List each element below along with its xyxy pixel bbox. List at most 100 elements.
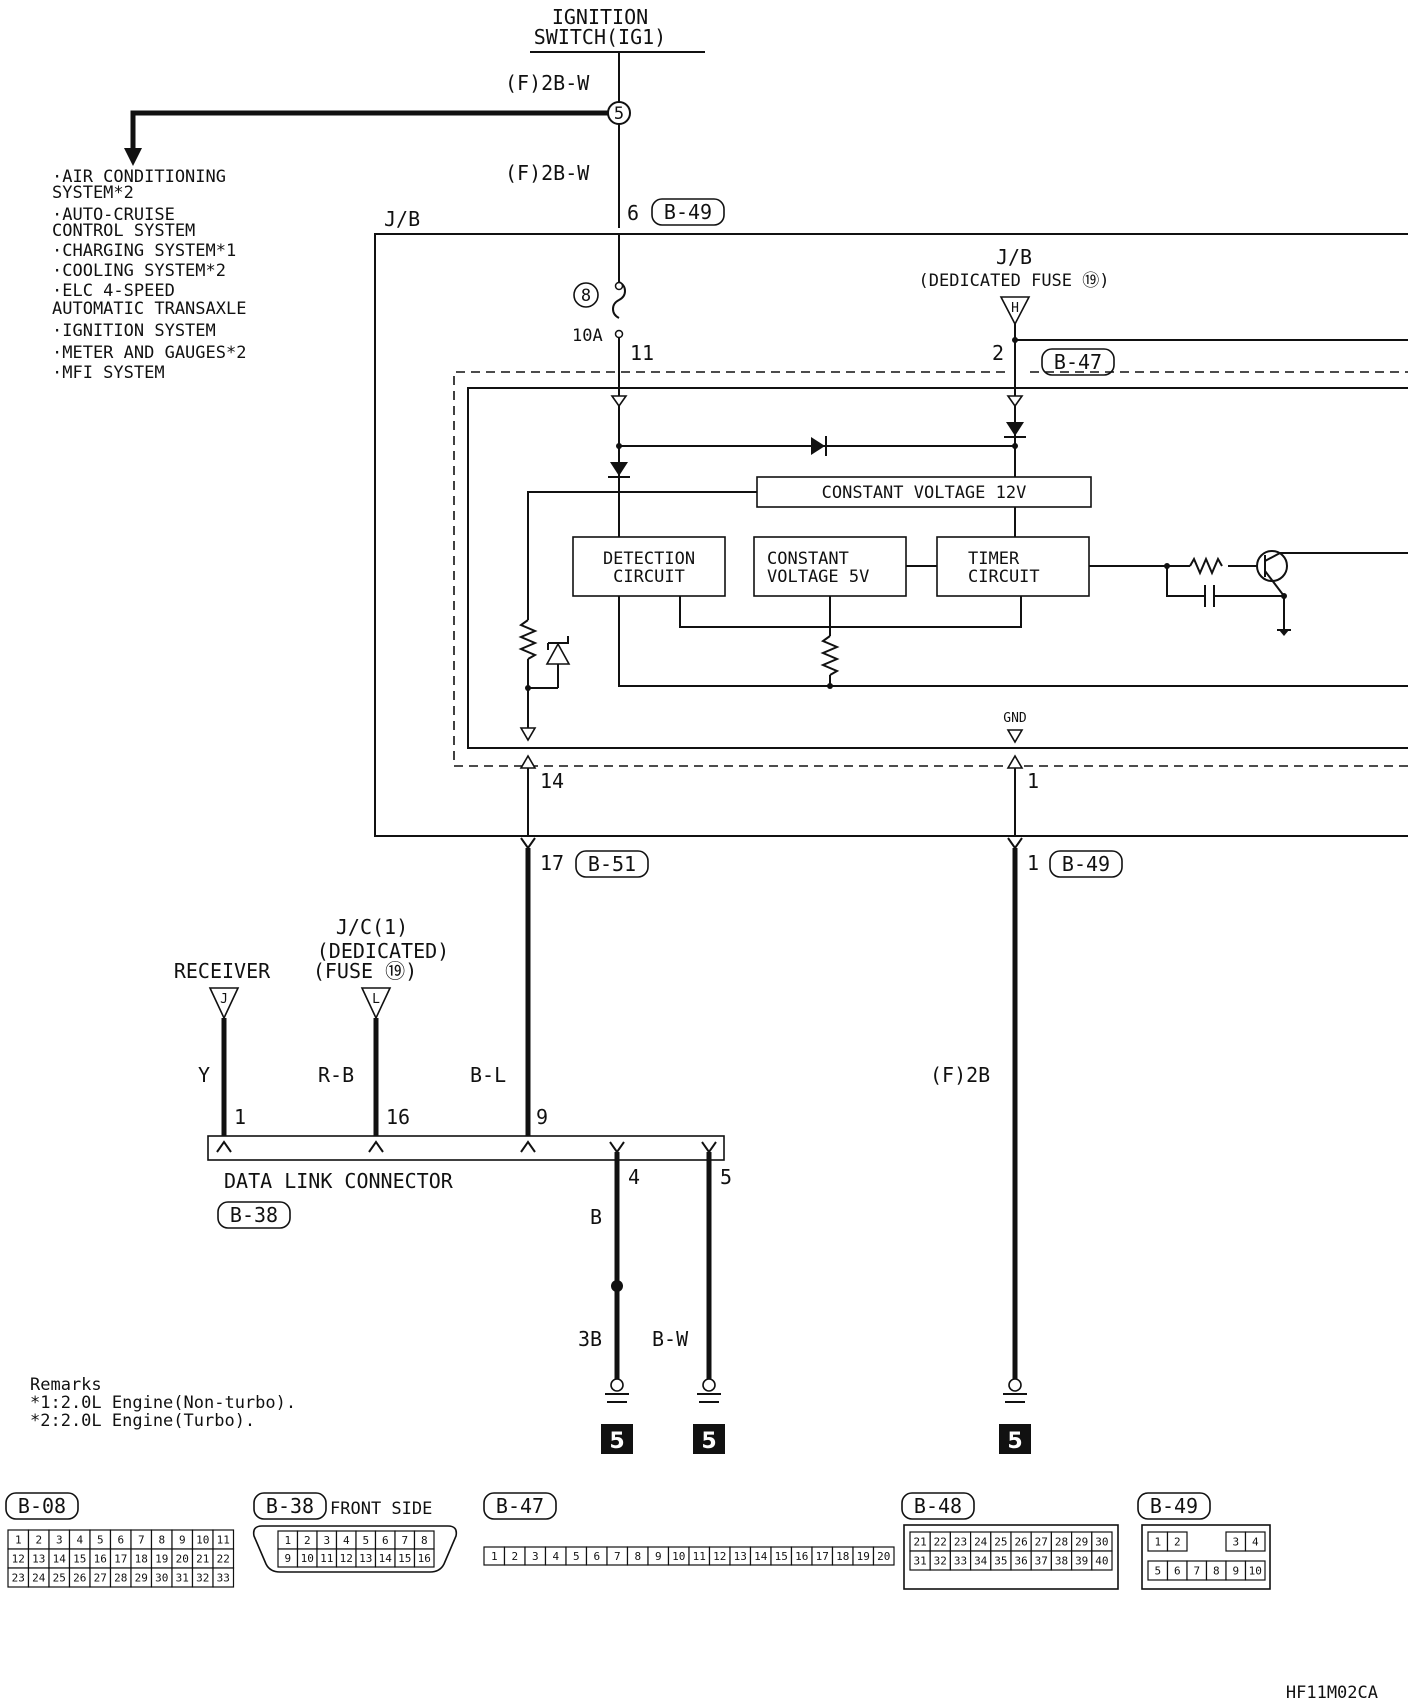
dlc-pin-1: 1 <box>234 1105 246 1129</box>
pin-number: 20 <box>877 1550 890 1563</box>
pin-number: 17 <box>114 1553 127 1566</box>
pin-number: 9 <box>1232 1565 1239 1578</box>
junction-dot <box>611 1280 623 1292</box>
pin-number: 13 <box>359 1552 372 1565</box>
jc-label-1: J/C(1) <box>336 915 408 939</box>
resistor-icon <box>820 635 840 676</box>
pin-number: 30 <box>1095 1536 1108 1549</box>
terminal-h: H <box>1011 301 1019 316</box>
junction-dot <box>827 683 833 689</box>
system-item: ·CHARGING SYSTEM*1 <box>52 241 236 261</box>
pin-number: 6 <box>117 1534 124 1547</box>
pin-number: 2 <box>304 1534 311 1547</box>
ground-symbol-1: 5 <box>601 1378 633 1454</box>
pin-number: 8 <box>421 1534 428 1547</box>
terminal-j: J <box>220 992 228 1007</box>
pin-14: 14 <box>540 769 564 793</box>
ground-icon <box>1279 630 1289 636</box>
pin-number: 26 <box>73 1572 86 1585</box>
pin-number: 7 <box>1193 1565 1200 1578</box>
terminal-arrow-icon <box>519 727 537 742</box>
pin-number: 22 <box>934 1536 947 1549</box>
wire-label-rb: R-B <box>318 1063 354 1087</box>
detection-circuit-box <box>572 536 726 597</box>
pin-number: 10 <box>672 1550 685 1563</box>
pin-number: 28 <box>1055 1536 1068 1549</box>
resistor-icon <box>518 619 538 660</box>
pin-number: 35 <box>994 1555 1007 1568</box>
pin-number: 6 <box>593 1550 600 1563</box>
pin-11: 11 <box>630 341 654 365</box>
pin-number: 5 <box>97 1534 104 1547</box>
pin-number: 23 <box>12 1572 25 1585</box>
pin-2: 2 <box>992 341 1004 365</box>
wire-label-f2b: (F)2B <box>930 1063 990 1087</box>
remarks-title: Remarks <box>30 1375 102 1395</box>
connector-b47-top: B-47 <box>1054 350 1102 374</box>
pin-number: 40 <box>1095 1555 1108 1568</box>
pin-number: 33 <box>954 1555 967 1568</box>
pin-number: 26 <box>1014 1536 1027 1549</box>
view-badge-b49 <box>1137 1492 1211 1520</box>
cv5-label-2: VOLTAGE 5V <box>767 567 869 587</box>
dlc-pin-5: 5 <box>720 1165 732 1189</box>
pin-1-jb: 1 <box>1027 769 1039 793</box>
connector-b49-bottom: B-49 <box>1062 852 1110 876</box>
terminal-arrow-icon <box>519 754 537 769</box>
junction-dot <box>1012 337 1018 343</box>
pin-number: 29 <box>135 1572 148 1585</box>
fuse-end-icon <box>614 329 624 339</box>
ground-symbol-3: 5 <box>999 1378 1031 1454</box>
wire-to-capacitor <box>1166 566 1205 597</box>
wire-label-bw: B-W <box>652 1327 689 1351</box>
connector-badge-b51 <box>575 850 649 878</box>
view-b38-side: FRONT SIDE <box>330 1499 432 1519</box>
pin-number: 2 <box>35 1534 42 1547</box>
terminal-l: L <box>372 992 380 1007</box>
jb-outline <box>374 233 1408 837</box>
pin-number: 2 <box>1174 1536 1181 1549</box>
pin-number: 21 <box>196 1553 209 1566</box>
pin-number: 4 <box>1252 1536 1259 1549</box>
system-item: ·ELC 4-SPEED <box>52 281 175 301</box>
pin-number: 11 <box>693 1550 706 1563</box>
pin-number: 16 <box>418 1552 431 1565</box>
transistor-collector <box>1264 552 1281 562</box>
ground-number-box <box>601 1424 633 1454</box>
view-badge-b47 <box>483 1492 557 1520</box>
pin-number: 11 <box>217 1534 230 1547</box>
pin-cell <box>212 1567 235 1588</box>
module-inner-outline <box>467 387 1408 749</box>
pin-number: 32 <box>934 1555 947 1568</box>
pin-number: 1 <box>1154 1536 1161 1549</box>
pin-17: 17 <box>540 851 564 875</box>
view-badge-b48 <box>901 1492 975 1520</box>
fuse-icon <box>612 281 626 319</box>
detection-label-2: CIRCUIT <box>613 567 685 587</box>
fuse-number: 8 <box>581 286 591 306</box>
pin-number: 5 <box>573 1550 580 1563</box>
ground-number: 5 <box>1007 1429 1022 1454</box>
pin-number: 33 <box>217 1572 230 1585</box>
pin-number: 1 <box>491 1550 498 1563</box>
pin-number: 4 <box>76 1534 83 1547</box>
pin-number: 8 <box>634 1550 641 1563</box>
pin-number: 15 <box>398 1552 411 1565</box>
timer-label-1: TIMER <box>968 549 1020 569</box>
remarks-1: *1:2.0L Engine(Non-turbo). <box>30 1393 296 1413</box>
pin-cell <box>1244 1531 1266 1552</box>
resistor-icon <box>1189 556 1223 576</box>
pin-number: 4 <box>552 1550 559 1563</box>
pin-number: 13 <box>734 1550 747 1563</box>
fuse-end-icon <box>614 281 624 291</box>
pin-number: 6 <box>1174 1565 1181 1578</box>
pin-number: 8 <box>1213 1565 1220 1578</box>
terminal-l-icon <box>360 987 392 1020</box>
pin-number: 3 <box>323 1534 330 1547</box>
wire-label-top1: (F)2B-W <box>505 71 590 95</box>
pin-number: 37 <box>1035 1555 1048 1568</box>
connector-arrow-icon <box>520 837 536 850</box>
